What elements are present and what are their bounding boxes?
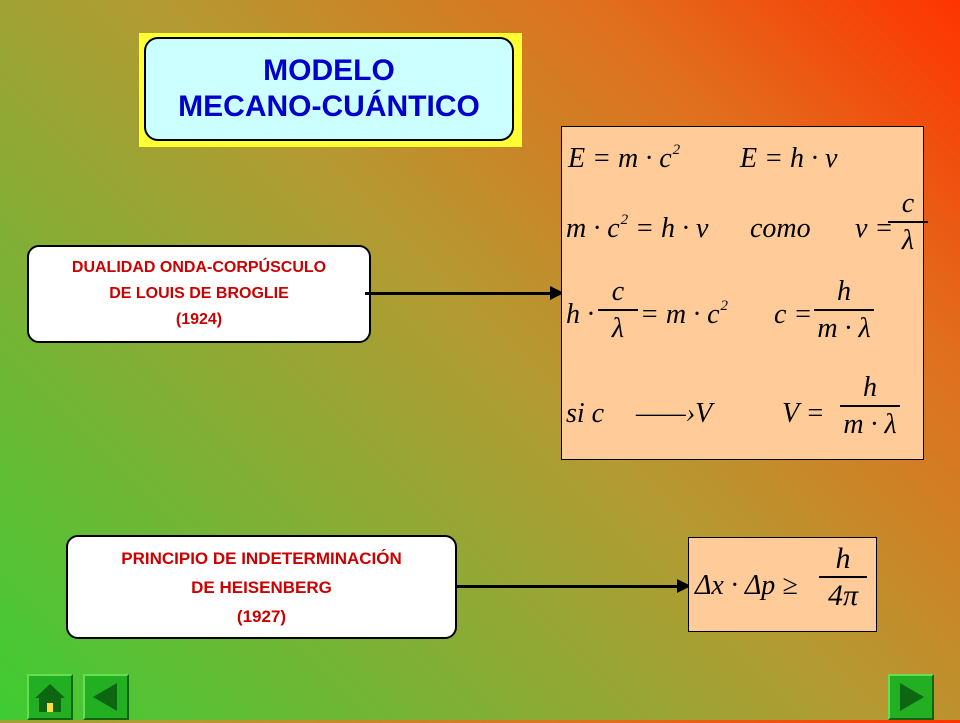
heisenberg-line-2: DE HEISENBERG (191, 577, 332, 597)
de-broglie-box: DUALIDAD ONDA-CORPÚSCULO DE LOUIS DE BRO… (27, 245, 371, 343)
previous-slide-button[interactable] (83, 674, 129, 720)
formula-eq-mc2: = m · c2 (640, 298, 729, 330)
title-line-1: MODELO (263, 54, 395, 87)
triangle-right-icon (900, 683, 924, 711)
title-line-2: MECANO-CUÁNTICO (178, 90, 480, 123)
heisenberg-box: PRINCIPIO DE INDETERMINACIÓN DE HEISENBE… (66, 535, 457, 639)
de-broglie-formula-box: E = m · c2 E = h · v m · c2 = h · v como… (561, 126, 928, 460)
home-button[interactable] (27, 674, 73, 720)
formula-como: como (750, 213, 811, 244)
de-broglie-line-1: DUALIDAD ONDA-CORPÚSCULO (71, 259, 327, 276)
arrow-to-de-broglie-formulas (365, 286, 564, 300)
arrow-to-uncertainty-formula (457, 579, 691, 593)
formula-e-hv: E = h · v (740, 143, 838, 174)
formula-c-eq: c = (774, 299, 813, 330)
formula-v-eq: v = (855, 213, 894, 244)
formula-V-eq: V = (782, 398, 825, 429)
uncertainty-lhs: Δx · Δp ≥ (695, 570, 798, 601)
next-slide-button[interactable] (888, 674, 934, 720)
de-broglie-line-2: DE LOUIS DE BROGLIE (109, 285, 289, 302)
formula-h-dot: h · (566, 299, 594, 330)
formula-arrow-v: ——›V (636, 398, 713, 429)
formula-si-c: si c (566, 398, 605, 429)
heisenberg-line-1: PRINCIPIO DE INDETERMINACIÓN (121, 548, 402, 568)
formula-mc2-hv: m · c2 = h · v (566, 212, 709, 244)
triangle-left-icon (93, 683, 117, 711)
slide-title: MODELO MECANO-CUÁNTICO (144, 37, 514, 141)
heisenberg-year: (1927) (236, 606, 287, 626)
formula-e-mc2: E = m · c2 (568, 142, 681, 174)
de-broglie-year: (1924) (175, 311, 223, 328)
home-icon (35, 684, 65, 712)
